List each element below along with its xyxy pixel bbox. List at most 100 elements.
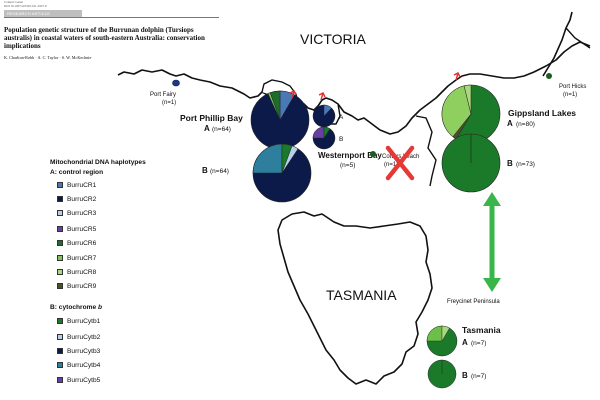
paper-header: Conserv Genet DOI 10.1007/s10592-011-032… xyxy=(4,0,219,60)
legend-swatch xyxy=(57,240,63,246)
legend-item: BurruCR6 xyxy=(57,240,96,248)
section-band: RESEARCH ARTICLE xyxy=(4,10,82,17)
cotters-beach-marker xyxy=(370,151,376,157)
legend-swatch xyxy=(57,334,63,340)
gippsland-a-pie xyxy=(441,84,501,144)
legend-item: BurruCR9 xyxy=(57,283,96,291)
port-fairy-label: Port Fairy xyxy=(150,92,176,98)
legend-cytochrome-heading-text: B: cytochrome xyxy=(50,304,98,311)
port-hicks-marker xyxy=(546,73,552,79)
legend-swatch xyxy=(57,377,63,383)
port-hicks-count: (n=1) xyxy=(563,92,577,98)
port-hicks-label: Port Hicks xyxy=(559,84,586,90)
cotters-beach-label: Cotters beach xyxy=(382,154,419,160)
legend-item: BurruCytb2 xyxy=(57,334,100,342)
port-phillip-sampling-arrow xyxy=(289,90,297,99)
gippsland-b-letter: B xyxy=(507,159,513,168)
pie-slice-burrucytb5 xyxy=(312,126,325,139)
legend-item-label: BurruCR2 xyxy=(67,196,97,203)
legend-item-label: BurruCR3 xyxy=(67,210,97,217)
legend-item: BurruCR5 xyxy=(57,226,96,234)
westernport-b-pie xyxy=(312,126,336,150)
tasmania-region-label: TASMANIA xyxy=(326,287,397,303)
paper-title: Population genetic structure of the Burr… xyxy=(4,26,205,50)
gippsland-b-count: (n=73) xyxy=(516,161,535,168)
legend-item: BurruCR2 xyxy=(57,196,96,204)
port-phillip-a-count: (n=64) xyxy=(212,126,231,133)
legend-item: BurruCytb3 xyxy=(57,348,100,356)
tasmania-a-pie xyxy=(426,325,458,357)
tasmania-site-label: Tasmania xyxy=(462,325,501,335)
legend-swatch xyxy=(57,269,63,275)
freycinet-peninsula-label: Freycinet Peninsula xyxy=(447,299,500,305)
legend-item-label: BurruCytb1 xyxy=(67,318,101,325)
pie-slice-burrucytb2 xyxy=(281,145,299,174)
legend-item-label: BurruCR6 xyxy=(67,240,97,247)
port-phillip-a-letter: A xyxy=(204,124,210,133)
gippsland-a-letter: A xyxy=(507,119,513,128)
port-phillip-b-pie xyxy=(252,143,312,203)
victoria-label: VICTORIA xyxy=(300,31,367,47)
legend-swatch xyxy=(57,210,63,216)
pie-slice-burrucr7 xyxy=(267,92,281,121)
legend-item: BurruCytb1 xyxy=(57,318,100,326)
legend-item-label: BurruCR1 xyxy=(67,182,97,189)
legend-swatch xyxy=(57,362,63,368)
header-rule xyxy=(4,17,219,18)
legend-swatch xyxy=(57,255,63,261)
legend-item-label: BurruCytb3 xyxy=(67,348,101,355)
westernport-a-pie xyxy=(312,104,336,128)
section-label: RESEARCH ARTICLE xyxy=(7,11,51,16)
port-phillip-a-pie xyxy=(250,90,310,150)
legend-swatch xyxy=(57,182,63,188)
tasmania-a-letter: A xyxy=(462,338,468,347)
port-phillip-bay-label: Port Phillip Bay xyxy=(180,113,243,123)
pie-slice-burrucytb4 xyxy=(252,143,283,174)
legend-item-label: BurruCR5 xyxy=(67,226,97,233)
tasmania-b-count: (n=7) xyxy=(471,373,486,380)
legend-swatch xyxy=(57,226,63,232)
state-border-line xyxy=(542,11,573,77)
westernport-a-letter: A xyxy=(339,114,344,121)
legend-item: BurruCR8 xyxy=(57,269,96,277)
westernport-count: (n=5) xyxy=(340,162,355,169)
legend-swatch xyxy=(57,196,63,202)
legend-item: BurruCR3 xyxy=(57,210,96,218)
gippsland-b-pie xyxy=(441,133,501,193)
legend-swatch xyxy=(57,348,63,354)
gene-flow-double-arrow xyxy=(483,192,501,292)
legend-control-region-heading: A: control region xyxy=(50,169,104,176)
legend-item-label: BurruCytb4 xyxy=(67,362,101,369)
gippsland-lakes-label: Gippsland Lakes xyxy=(508,108,576,118)
port-fairy-marker xyxy=(172,79,180,87)
gippsland-sampling-arrow xyxy=(453,72,461,81)
tasmania-b-letter: B xyxy=(462,371,468,380)
tasmania-a-count: (n=7) xyxy=(471,340,486,347)
legend-item-label: BurruCytb2 xyxy=(67,334,101,341)
no-connection-x-mark xyxy=(385,145,415,181)
pie-slice-burrucr8 xyxy=(441,325,450,342)
tasmania-outline xyxy=(277,211,433,385)
port-phillip-b-letter: B xyxy=(202,166,208,175)
pie-slice-burrucr8 xyxy=(463,84,472,115)
port-phillip-b-count: (n=64) xyxy=(210,168,229,175)
westernport-sampling-arrow xyxy=(318,92,326,101)
pie-slice-burrucytb1 xyxy=(323,126,331,139)
westernport-b-letter: B xyxy=(339,136,343,143)
tasmania-b-pie xyxy=(427,359,457,389)
doi-line: DOI 10.1007/s10592-011-0327-6 xyxy=(4,4,47,8)
legend-cytochrome-heading: B: cytochrome b xyxy=(50,304,102,312)
legend-item-label: BurruCR8 xyxy=(67,269,97,276)
cotters-beach-count: (n=1) xyxy=(384,162,398,168)
legend-item-label: BurruCR9 xyxy=(67,283,97,290)
legend-item: BurruCR1 xyxy=(57,182,96,190)
eastern-coast-line xyxy=(565,27,591,49)
legend-title: Mitochondrial DNA haplotypes xyxy=(50,159,146,166)
journal-meta-line: Conserv Genet xyxy=(4,0,24,4)
legend-swatch xyxy=(57,318,63,324)
gippsland-coast-line xyxy=(415,115,437,187)
pie-slice-burrucr7 xyxy=(426,325,443,342)
legend-item-label: BurruCytb5 xyxy=(67,377,101,384)
